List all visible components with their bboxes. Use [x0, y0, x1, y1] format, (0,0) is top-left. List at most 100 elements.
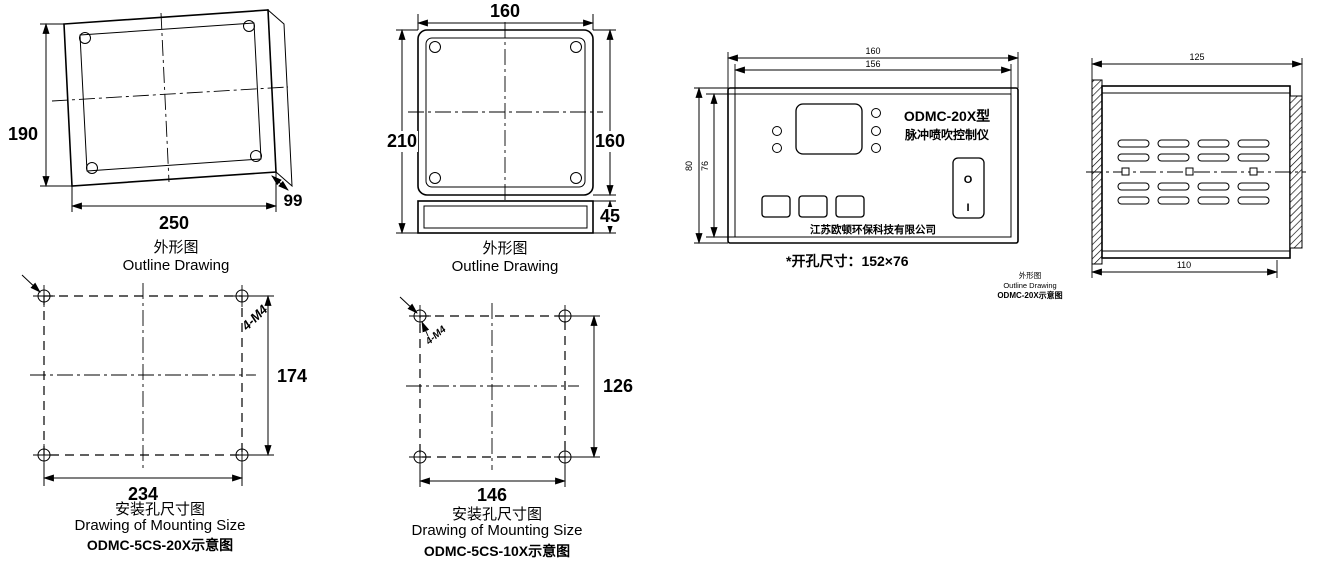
centerline-nodes	[1121, 167, 1258, 176]
dim-height: 174	[250, 294, 307, 457]
dim-label-depth: 99	[284, 191, 303, 210]
dim-base-height: 45	[593, 199, 623, 235]
company-name: 江苏欧顿环保科技有限公司	[810, 223, 936, 236]
caption-cn: 安装孔尺寸图	[115, 501, 205, 518]
mounting-holes	[409, 305, 576, 468]
dim-label-face-height: 160	[595, 131, 625, 151]
panel-buttons	[761, 195, 865, 218]
caption-en: Outline Drawing	[452, 258, 559, 275]
caption-en: Outline Drawing	[123, 257, 230, 274]
dim-label-width: 250	[159, 213, 189, 233]
dim-label-width: 125	[1189, 52, 1204, 62]
hole-bottom-right	[231, 444, 253, 466]
caption-en: Drawing of Mounting Size	[412, 522, 583, 539]
panel-title: ODMC-20X型	[904, 108, 990, 124]
side-view-drawing: 125 110	[1086, 52, 1306, 278]
cutout-size-note: *开孔尺寸：152×76	[786, 253, 909, 269]
dim-width: 250	[70, 172, 278, 233]
mounting-holes	[33, 285, 253, 466]
dim-outer-width: 160	[726, 46, 1020, 88]
vent-slots	[1117, 139, 1270, 205]
dim-width: 125	[1090, 52, 1304, 96]
terminal-base	[417, 200, 594, 234]
dim-total-height: 210	[386, 28, 418, 235]
enclosure-cover-frame	[79, 22, 262, 172]
case-walls	[1102, 92, 1290, 252]
dim-width: 146	[418, 465, 567, 505]
thread-leader-line	[421, 320, 430, 337]
caption-model: ODMC-20X示意图	[997, 290, 1062, 300]
hole-bottom-right	[554, 446, 576, 468]
caption-cn: 安装孔尺寸图	[452, 506, 542, 523]
mounting-outline	[43, 295, 243, 456]
thread-label: 4-M4	[238, 301, 271, 334]
centerlines	[30, 283, 256, 468]
dim-label-outer-height: 80	[684, 161, 694, 171]
caption-cn: 外形图	[153, 239, 198, 256]
dim-inner-height: 76	[700, 92, 735, 239]
hole-leader-line	[21, 274, 41, 293]
caption-model: ODMC-5CS-20X示意图	[87, 537, 233, 553]
power-switch: O I	[952, 157, 985, 219]
enclosure-front-face	[63, 9, 277, 187]
panel-button-2	[798, 195, 828, 218]
dim-depth: 110	[1090, 260, 1279, 278]
caption-cn: 外形图	[1019, 270, 1042, 280]
dim-label-inner-width: 156	[865, 59, 880, 69]
hole-top-right	[554, 305, 576, 327]
hole-top-right	[231, 285, 253, 307]
dim-inner-width: 156	[733, 59, 1013, 94]
dim-outer-height: 80	[684, 86, 728, 245]
dim-label-depth: 110	[1177, 260, 1191, 270]
panel-button-3	[835, 195, 865, 218]
dim-label-width: 234	[128, 484, 158, 504]
hole-bottom-left	[33, 444, 55, 466]
display-window	[795, 103, 863, 155]
panel-subtitle: 脉冲喷吹控制仪	[904, 127, 990, 142]
enclosure-side-face	[267, 8, 293, 188]
dim-label-base-height: 45	[600, 206, 620, 226]
hole-leader-line	[399, 296, 418, 314]
hole-bottom-left	[409, 446, 431, 468]
panel-drawing-20x: 160 156 80 76	[684, 46, 1063, 300]
hole-top-left	[33, 285, 55, 307]
right-led-indicators	[871, 108, 881, 153]
centerlines	[406, 303, 579, 470]
dim-label-height: 174	[277, 366, 307, 386]
caption-en: Drawing of Mounting Size	[75, 517, 246, 534]
terminal-base-inner	[423, 205, 588, 229]
enclosure-cover-frame	[425, 37, 586, 188]
corner-screws	[429, 41, 582, 184]
dim-label-height: 190	[8, 124, 38, 144]
switch-off-label: I	[966, 202, 969, 214]
caption-cn: 外形图	[482, 240, 527, 257]
panel-outer	[727, 87, 1019, 244]
mounting-drawing-5cs-20x: 4-M4 174 234 安装孔尺寸图 Drawing of Mounting …	[21, 274, 307, 553]
panel-button-1	[761, 195, 791, 218]
outline-drawing-5cs-20x: 190 250 99 外形图 Outline Drawing	[8, 8, 303, 274]
left-led-indicators	[772, 126, 782, 153]
dim-top-width: 160	[416, 1, 595, 30]
dim-face-height: 160	[593, 28, 626, 197]
caption-en: Outline Drawing	[1003, 281, 1056, 290]
dim-width: 234	[42, 463, 244, 504]
hole-top-left	[409, 305, 431, 327]
outline-drawing-5cs-10x: 160 210 160 45 外形图 Outline Drawing	[386, 1, 626, 275]
dim-height: 190	[8, 22, 72, 188]
switch-on-label: O	[964, 174, 973, 186]
dim-label-outer-width: 160	[865, 46, 880, 56]
dim-height: 126	[573, 314, 633, 459]
mounting-drawing-5cs-10x: 4-M4 126 146 安装孔尺寸图 Drawing of Mounting …	[399, 296, 633, 559]
dim-label-total-height: 210	[387, 131, 417, 151]
centerlines	[51, 12, 289, 183]
dim-depth: 99	[271, 175, 303, 210]
dim-label-height: 126	[603, 376, 633, 396]
centerlines	[408, 22, 603, 203]
thread-label: 4-M4	[423, 324, 449, 348]
panel-inner	[734, 93, 1012, 238]
dim-label-width: 160	[490, 1, 520, 21]
enclosure-front-face	[417, 29, 594, 196]
dim-label-width: 146	[477, 485, 507, 505]
